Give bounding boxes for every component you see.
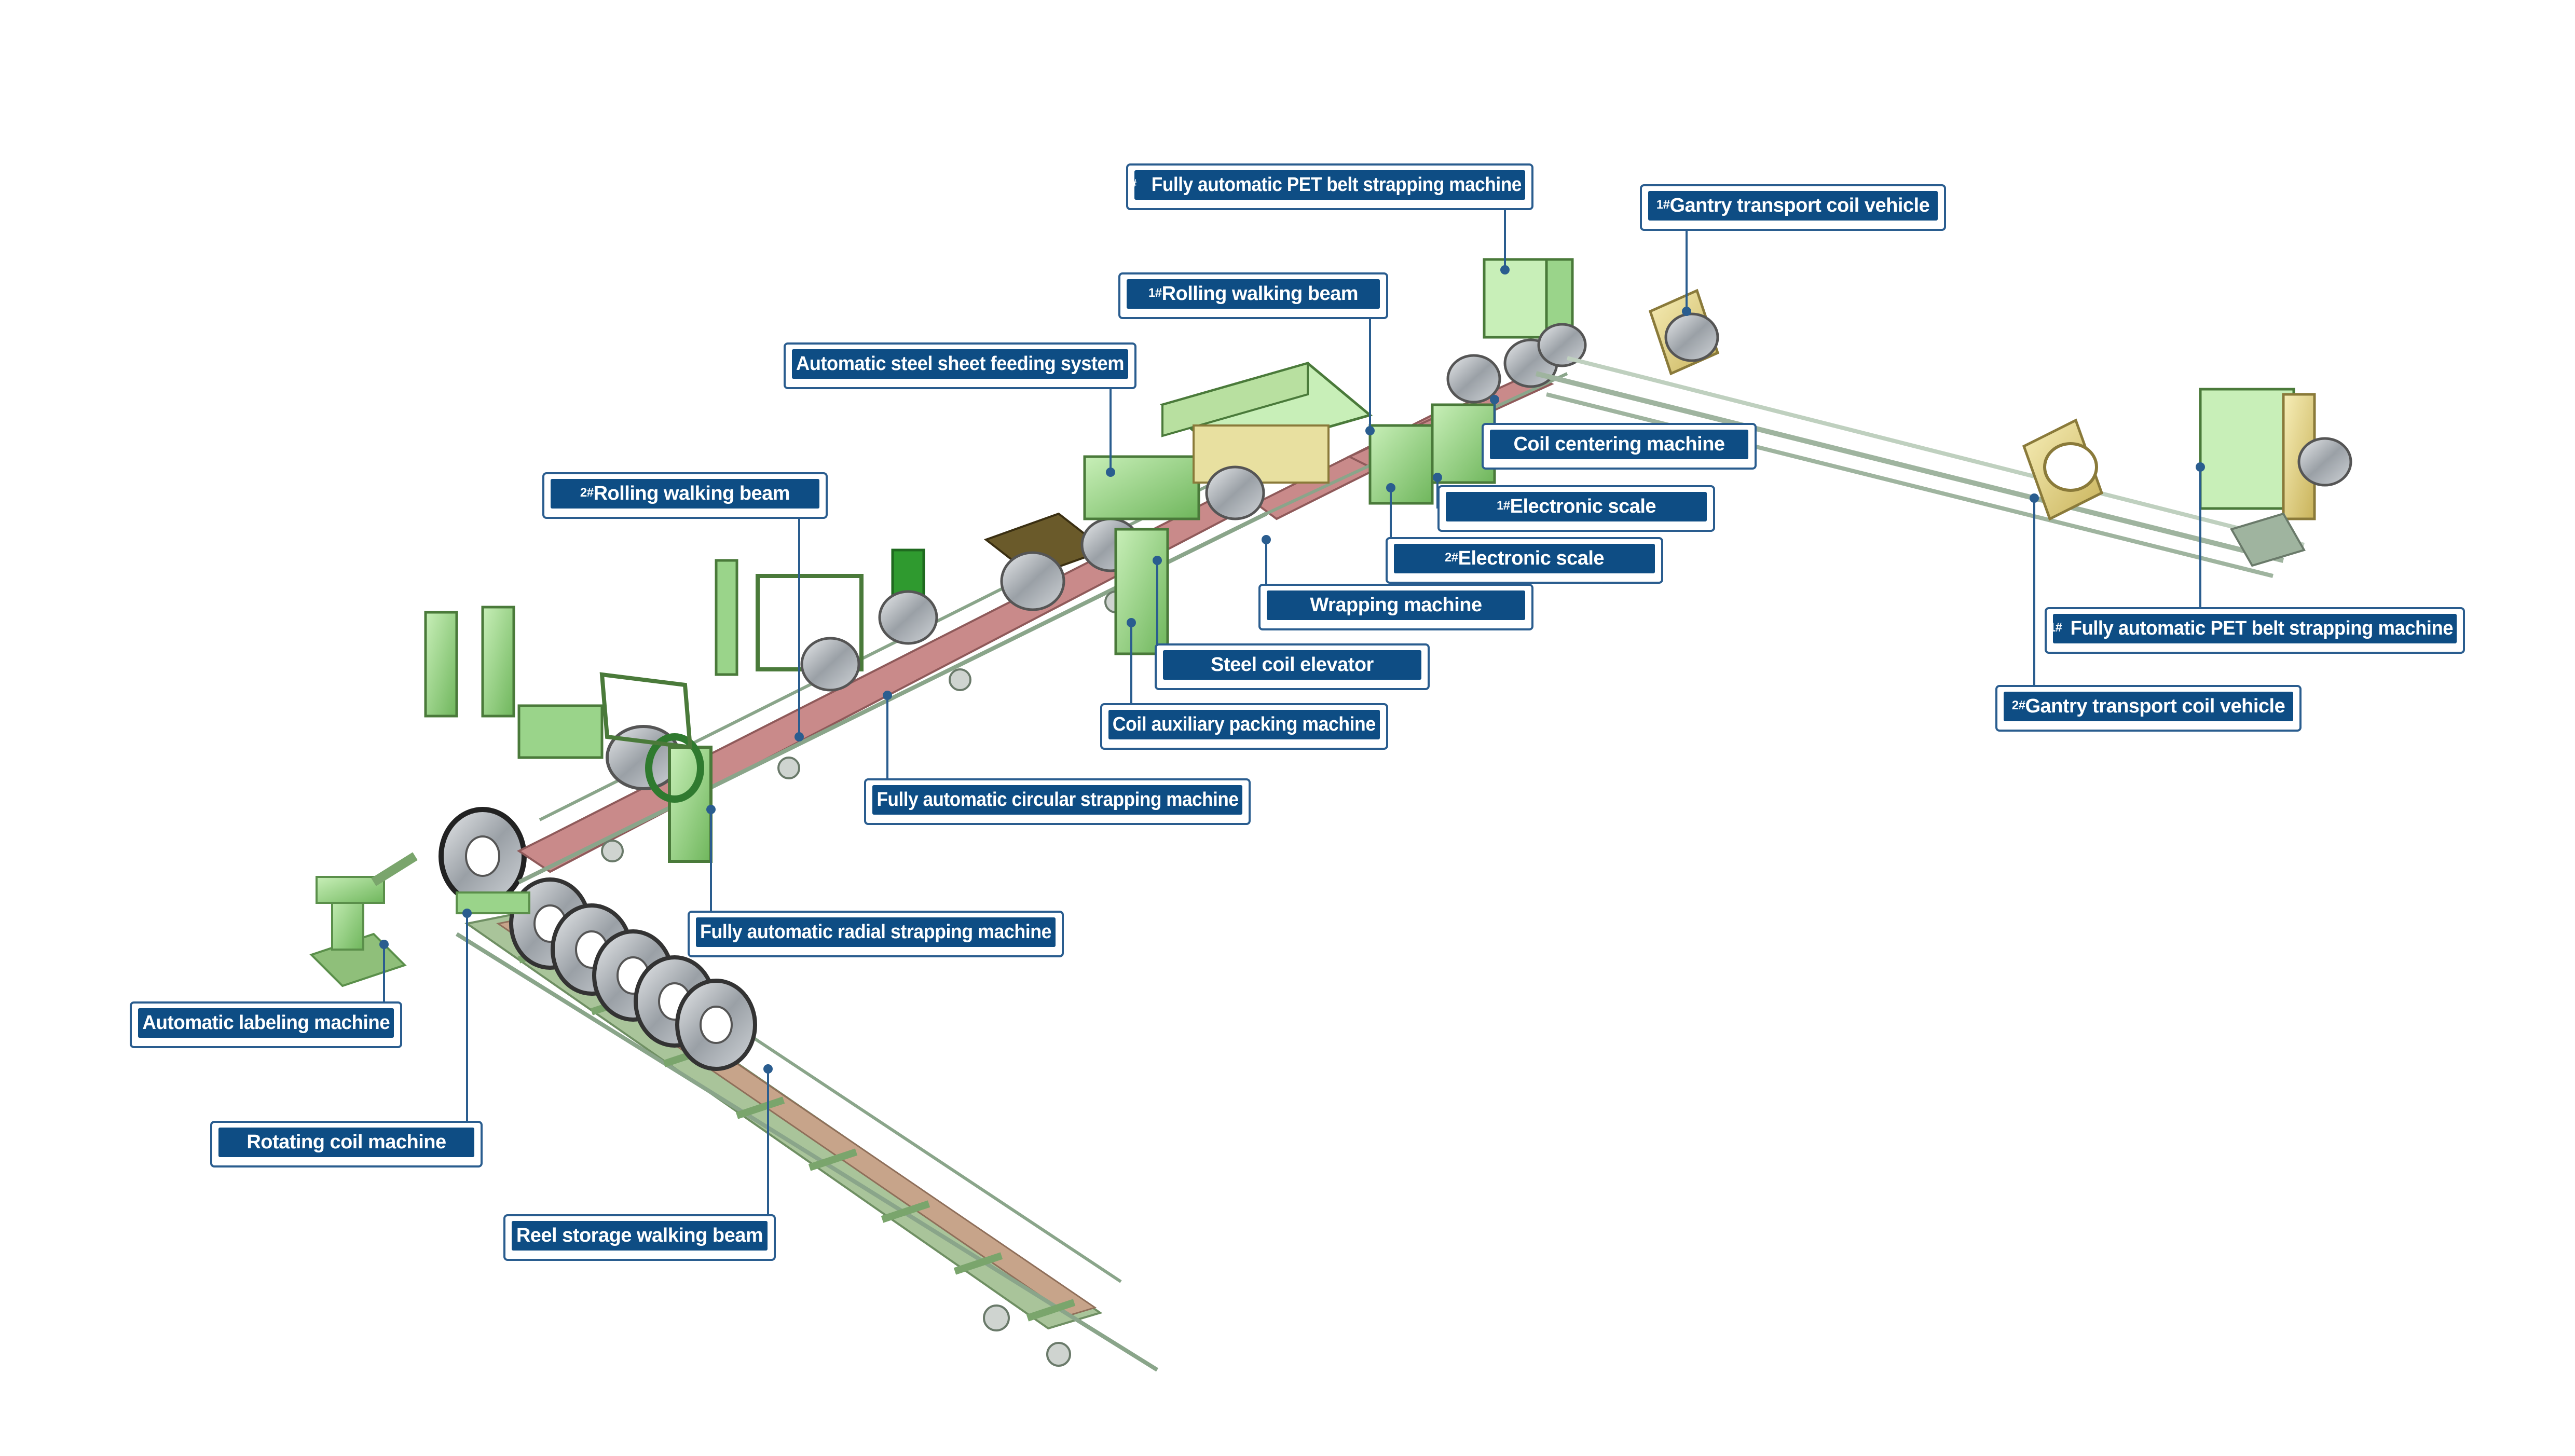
label-coil-auxiliary-packing: Coil auxiliary packing machine — [1100, 703, 1388, 750]
label-rolling-walking-beam-2: 2#Rolling walking beam — [542, 472, 828, 519]
label-rotating-coil: Rotating coil machine — [210, 1121, 483, 1167]
gantry2-drawing — [2022, 418, 2104, 521]
rotating-coil-machine-drawing — [439, 807, 530, 914]
label-text: Coil centering machine — [1513, 433, 1725, 455]
label-radial-strapping: Fully automatic radial strapping machine — [688, 911, 1064, 957]
label-text: Rolling walking beam — [1161, 283, 1359, 305]
label-text: Gantry transport coil vehicle — [2025, 695, 2285, 717]
packing-area-drawing — [983, 455, 1200, 655]
label-rolling-walking-beam-1: 1#Rolling walking beam — [1118, 272, 1388, 319]
label-number: 1# — [1148, 285, 1162, 300]
label-text: Rotating coil machine — [246, 1131, 446, 1153]
label-electronic-scale-1: 1#Electronic scale — [1437, 485, 1715, 532]
label-automatic-labeling: Automatic labeling machine — [130, 1001, 402, 1048]
label-text: Wrapping machine — [1310, 594, 1482, 616]
label-electronic-scale-2: 2#Electronic scale — [1386, 537, 1663, 584]
label-circular-strapping: Fully automatic circular strapping machi… — [864, 778, 1251, 825]
label-coil-centering: Coil centering machine — [1482, 423, 1757, 470]
label-text: Electronic scale — [1510, 496, 1656, 517]
label-text: Fully automatic PET belt strapping machi… — [2070, 617, 2453, 639]
label-number: 2# — [1444, 550, 1458, 565]
label-number: 2# — [1134, 177, 1137, 191]
label-text: Reel storage walking beam — [516, 1225, 763, 1246]
label-steel-sheet-feeding: Automatic steel sheet feeding system — [784, 342, 1136, 389]
label-gantry-coil-vehicle-2: 2#Gantry transport coil vehicle — [1995, 685, 2302, 732]
label-text: Electronic scale — [1458, 547, 1605, 569]
left-frame-machines-drawing — [424, 606, 693, 759]
label-wrapping-machine: Wrapping machine — [1258, 584, 1533, 630]
wrapping-machine-drawing — [1159, 362, 1373, 520]
label-number: 1# — [1496, 498, 1510, 513]
pet1-machine-drawing — [2199, 388, 2352, 567]
label-reel-storage-walking-beam: Reel storage walking beam — [503, 1214, 776, 1261]
gantry1-drawing — [1648, 289, 1720, 376]
scales-centering-drawing — [1368, 338, 1558, 505]
label-text: Gantry transport coil vehicle — [1669, 195, 1930, 216]
radial-strapping-machine-drawing — [606, 725, 713, 863]
label-text: Rolling walking beam — [593, 483, 790, 504]
label-text: Automatic labeling machine — [142, 1012, 390, 1034]
stored-coils-drawing — [509, 877, 757, 1071]
label-text: Fully automatic PET belt strapping machi… — [1151, 174, 1522, 196]
label-number: 2# — [580, 485, 594, 500]
label-pet-strapping-2: 2# Fully automatic PET belt strapping mac… — [1126, 163, 1533, 210]
label-number: 2# — [2011, 698, 2025, 712]
label-gantry-coil-vehicle-1: 1#Gantry transport coil vehicle — [1640, 184, 1946, 231]
label-text: Automatic steel sheet feeding system — [796, 353, 1124, 375]
label-text: Fully automatic circular strapping machi… — [876, 789, 1239, 811]
label-pet-strapping-1: 1# Fully automatic PET belt strapping mac… — [2045, 607, 2465, 654]
label-text: Steel coil elevator — [1211, 654, 1374, 676]
label-number: 1# — [2053, 620, 2062, 635]
pet2-machine-drawing — [1483, 258, 1587, 367]
label-text: Coil auxiliary packing machine — [1113, 713, 1376, 735]
label-steel-coil-elevator: Steel coil elevator — [1155, 643, 1430, 690]
label-number: 1# — [1656, 197, 1670, 212]
circular-strapping-machine-drawing — [715, 548, 938, 692]
label-text: Fully automatic radial strapping machine — [700, 921, 1051, 943]
labeling-robot-drawing — [309, 852, 418, 987]
